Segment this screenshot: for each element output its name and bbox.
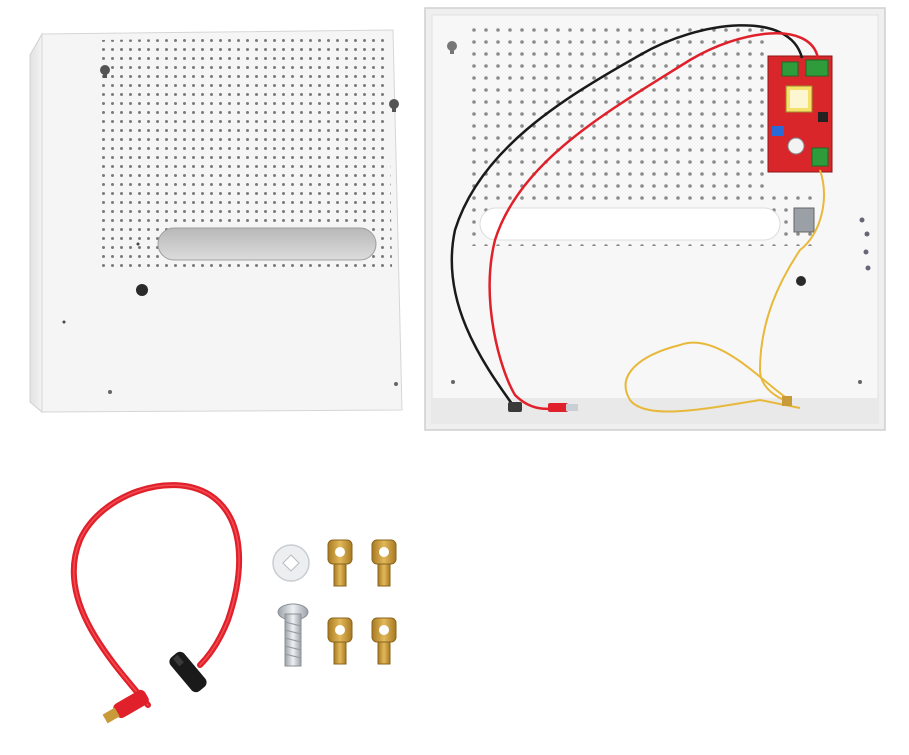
red-black-wire-icon	[450, 24, 820, 412]
ground-wire-icon	[624, 169, 825, 413]
enclosure-closed-icon	[29, 29, 403, 414]
power-supply-board-icon	[767, 55, 833, 233]
battery-cable-icon	[70, 482, 243, 724]
screw-icon	[277, 603, 309, 667]
brass-terminal-icon	[327, 539, 397, 665]
plastic-washer-icon	[272, 544, 310, 582]
